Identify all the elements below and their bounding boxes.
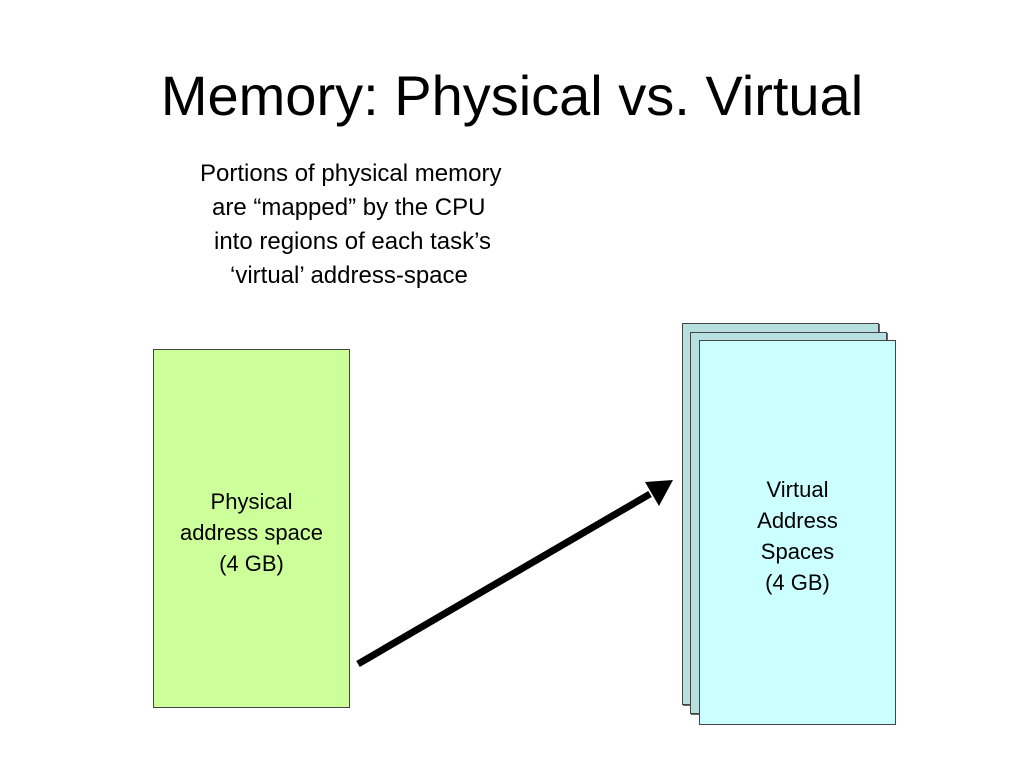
mapping-arrow-shaft [356, 490, 652, 668]
mapping-caption: Portions of physical memory are “mapped”… [180, 157, 572, 293]
physical-box-label: Physical address space (4 GB) [154, 486, 349, 579]
virtual-label-line-2: Address [757, 508, 838, 533]
caption-line-2: are “mapped” by the CPU [212, 194, 486, 221]
physical-address-space-box: Physical address space (4 GB) [153, 349, 350, 708]
virtual-label-line-3: Spaces [760, 539, 835, 564]
caption-line-3: into regions of each task’s [214, 228, 492, 255]
caption-line-4: ‘virtual’ address-space [230, 262, 468, 289]
virtual-label-line-4: (4 GB) [765, 570, 830, 595]
virtual-space-box-front: Virtual Address Spaces (4 GB) [699, 340, 896, 725]
mapping-arrow-head [645, 480, 673, 506]
caption-line-1: Portions of physical memory [200, 160, 502, 187]
physical-label-line-2: address space [179, 520, 324, 545]
virtual-box-label: Virtual Address Spaces (4 GB) [700, 474, 895, 598]
physical-label-line-1: Physical [210, 489, 293, 514]
slide-title: Memory: Physical vs. Virtual [160, 64, 864, 127]
physical-label-line-3: (4 GB) [219, 551, 284, 576]
virtual-label-line-1: Virtual [766, 477, 829, 502]
